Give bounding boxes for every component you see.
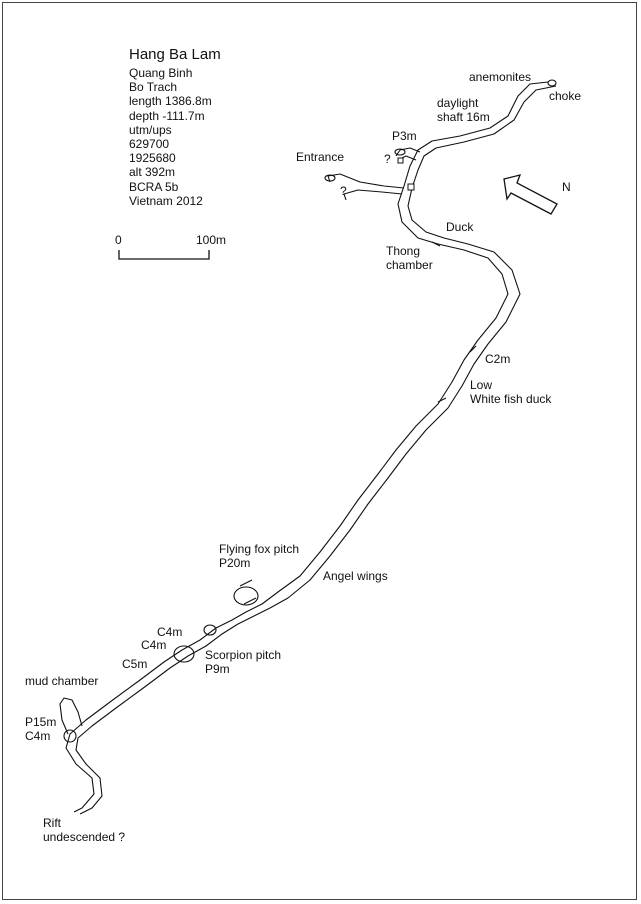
- scale-bar: [118, 250, 210, 260]
- label-thong: Thong: [386, 244, 421, 258]
- label-scorpion-depth: P9m: [205, 662, 230, 676]
- label-choke: choke: [549, 89, 582, 103]
- label-c4m-bottom: C4m: [25, 729, 51, 743]
- scale-start-label: 0: [115, 233, 122, 247]
- province: Quang Binh: [129, 66, 193, 80]
- label-c4m-upper: C4m: [157, 625, 183, 639]
- label-entrance: Entrance: [296, 150, 345, 164]
- north-arrow-icon: [503, 174, 558, 215]
- cave-length: length 1386.8m: [129, 94, 212, 109]
- label-rift-undescended: undescended ?: [43, 830, 126, 844]
- label-duck: Duck: [446, 220, 474, 234]
- label-flying-fox: Flying fox pitch: [219, 542, 300, 556]
- label-p15m: P15m: [25, 715, 57, 729]
- label-thong-chamber: chamber: [386, 258, 433, 272]
- cave-passage: [59, 79, 557, 815]
- label-flying-fox-depth: P20m: [219, 556, 251, 570]
- label-scorpion-pitch: Scorpion pitch: [205, 648, 282, 662]
- label-c4m-lower: C4m: [141, 638, 167, 652]
- cave-depth: depth -111.7m: [129, 108, 205, 123]
- label-rift: Rift: [43, 816, 61, 830]
- label-c2m: C2m: [485, 352, 511, 366]
- easting: 629700: [129, 137, 170, 152]
- grid-system: utm/ups: [129, 122, 172, 137]
- label-angel-wings: Angel wings: [323, 569, 388, 583]
- label-mud-chamber: mud chamber: [25, 674, 99, 688]
- label-daylight: daylight: [437, 96, 479, 110]
- label-shaft: shaft 16m: [437, 110, 490, 124]
- label-c5m: C5m: [122, 657, 148, 671]
- label-low: Low: [470, 378, 493, 392]
- survey-markers: [397, 157, 415, 191]
- label-north: N: [562, 180, 571, 194]
- grade: BCRA 5b: [129, 179, 179, 194]
- northing: 1925680: [129, 151, 176, 166]
- scale-end-label: 100m: [196, 233, 227, 247]
- cave-title: Hang Ba Lam: [129, 46, 221, 63]
- label-white-fish-duck: White fish duck: [470, 392, 552, 406]
- district: Bo Trach: [129, 80, 178, 95]
- label-anemonites: anemonites: [469, 70, 532, 84]
- altitude: alt 392m: [129, 165, 176, 180]
- expedition: Vietnam 2012: [129, 193, 203, 208]
- label-unknown-1: ?: [384, 152, 391, 166]
- survey-info: Hang Ba Lam Quang Binh Bo Trach length 1…: [129, 46, 221, 208]
- label-p3m: P3m: [392, 129, 417, 143]
- label-unknown-2: ?: [340, 184, 347, 198]
